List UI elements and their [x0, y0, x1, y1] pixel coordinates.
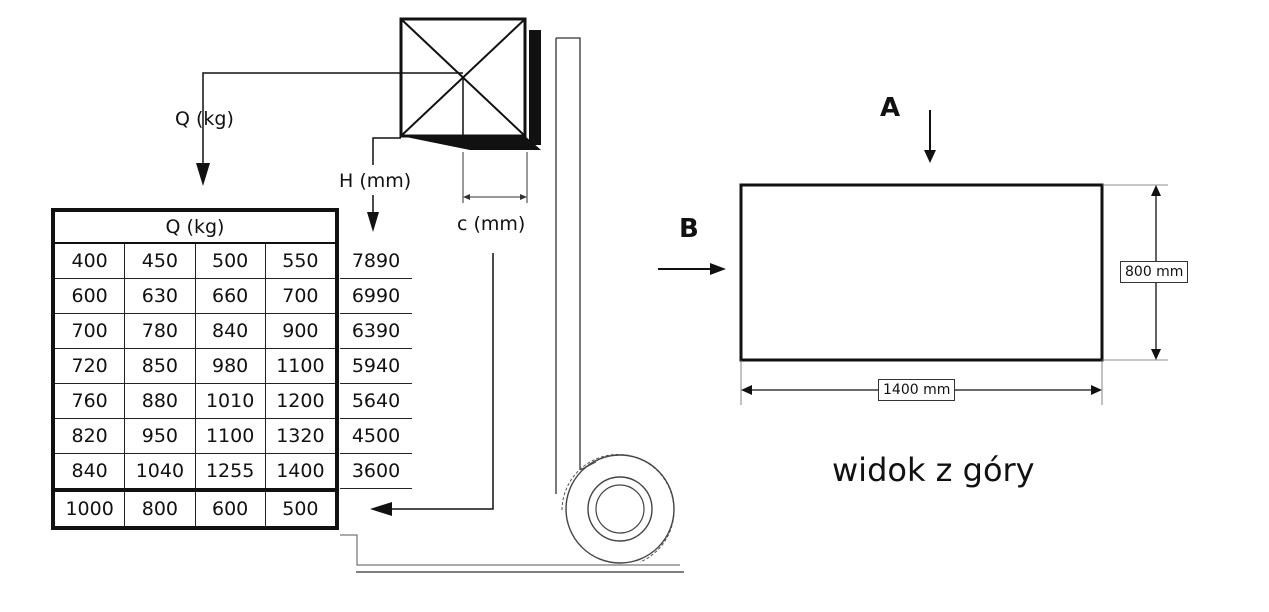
table-cell: 500 [196, 244, 266, 278]
height-cell: 6990 [340, 279, 412, 314]
table-cell: 450 [125, 244, 196, 278]
table-cell: 720 [55, 349, 126, 383]
forklift-body-line [340, 534, 680, 566]
arrow-a-label: A [880, 93, 901, 123]
width-dimension-label: 800 mm [1120, 261, 1189, 283]
length-dimension-label: 1400 mm [878, 379, 956, 401]
arrow-a-head [924, 150, 936, 163]
h-leader-line [372, 137, 401, 165]
view-caption: widok z góry [832, 451, 1035, 489]
c-leader-line [392, 253, 494, 510]
table-cell: 550 [282, 250, 319, 272]
arrow-b-head [710, 263, 726, 275]
table-cell: 1040 [125, 454, 196, 489]
c-arrow-head [370, 502, 392, 516]
table-cell: 1100 [276, 355, 325, 377]
table-header: Q (kg) [51, 208, 339, 244]
table-cell: 880 [125, 384, 196, 418]
height-cell: 7890 [340, 244, 412, 279]
height-cell: 5640 [340, 384, 412, 419]
forklift-mast [555, 37, 581, 494]
c-value-cell: 1000 [55, 492, 126, 526]
height-cell: 6390 [340, 314, 412, 349]
offset-label: c (mm) [457, 213, 526, 235]
table-cell: 900 [282, 320, 319, 342]
h-arrow-head [367, 212, 379, 232]
q-arrow-head [196, 163, 210, 186]
table-cell: 400 [55, 244, 126, 278]
table-cell: 630 [125, 279, 196, 313]
table-cell: 700 [282, 285, 319, 307]
table-cell: 760 [55, 384, 126, 418]
height-cell: 5940 [340, 349, 412, 384]
table-cell: 1400 [276, 460, 325, 482]
table-cell: 1100 [196, 419, 266, 453]
table-cell: 660 [196, 279, 266, 313]
height-cell: 3600 [340, 454, 412, 489]
c-value-cell: 600 [196, 492, 266, 526]
height-label: H (mm) [339, 170, 412, 192]
load-label: Q (kg) [175, 108, 234, 130]
table-cell: 850 [125, 349, 196, 383]
table-cell: 1320 [276, 425, 325, 447]
table-cell: 820 [55, 419, 126, 453]
table-cell: 1200 [276, 390, 325, 412]
q-leader-line [202, 72, 463, 165]
table-cell: 840 [55, 454, 126, 489]
table-cell: 780 [125, 314, 196, 348]
forklift-wheel [561, 454, 675, 564]
c-value-cell: 800 [125, 492, 196, 526]
table-cell: 980 [196, 349, 266, 383]
load-box [399, 17, 541, 150]
height-cell: 4500 [340, 419, 412, 454]
top-view-rectangle [739, 183, 1104, 362]
table-cell: 600 [55, 279, 126, 313]
table-cell: 840 [196, 314, 266, 348]
table-cell: 700 [55, 314, 126, 348]
table-cell: 1255 [196, 454, 266, 489]
table-cell: 950 [125, 419, 196, 453]
arrow-b-label: B [679, 214, 699, 244]
table-cell: 1010 [196, 384, 266, 418]
c-value-cell: 500 [282, 498, 319, 520]
